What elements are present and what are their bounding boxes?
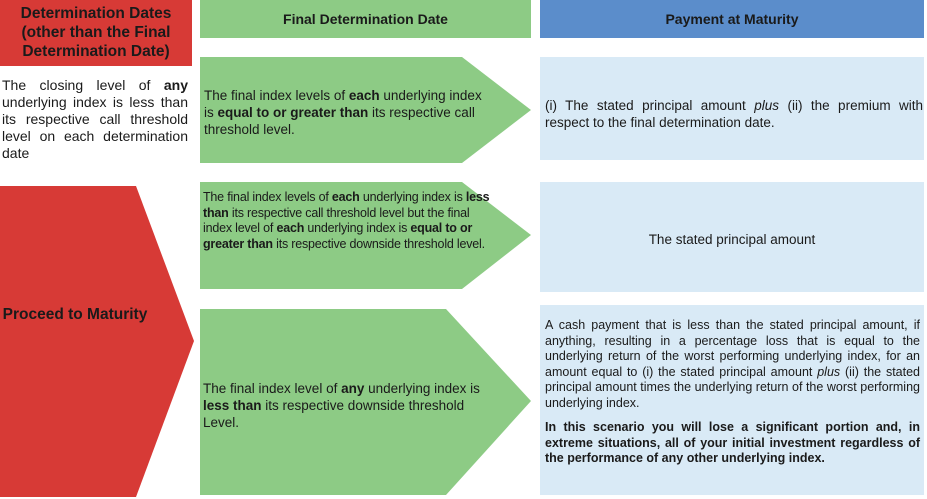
payment-3-text: A cash payment that is less than the sta… <box>545 318 920 410</box>
payment-1-box <box>540 57 924 160</box>
header-payment-at-maturity: Payment at Maturity <box>540 0 924 38</box>
scenario-3-arrow <box>200 309 531 495</box>
header-final-determination-date: Final Determination Date <box>200 0 531 38</box>
scenario-1-text: The final index levels of each underlyin… <box>204 88 482 137</box>
proceed-to-maturity-label: Proceed to Maturity <box>2 306 148 323</box>
scenario-2-text: The final index levels of each underlyin… <box>203 190 490 251</box>
scenario-3-text: The final index level of any underlying … <box>203 381 480 430</box>
call-condition-text: The closing level of any underlying inde… <box>2 77 188 161</box>
payment-3-box <box>540 305 924 495</box>
payment-1-text: (i) The stated principal amount plus (ii… <box>545 98 924 130</box>
header-determination-dates: Determination Dates (other than the Fina… <box>0 0 192 66</box>
scenario-2-arrow <box>200 182 531 289</box>
scenario-1-arrow <box>200 57 531 163</box>
payment-3-warning: In this scenario you will lose a signifi… <box>545 420 920 465</box>
proceed-arrow <box>0 186 194 497</box>
payment-2-text: The stated principal amount <box>648 232 816 247</box>
payment-2-box <box>540 182 924 292</box>
